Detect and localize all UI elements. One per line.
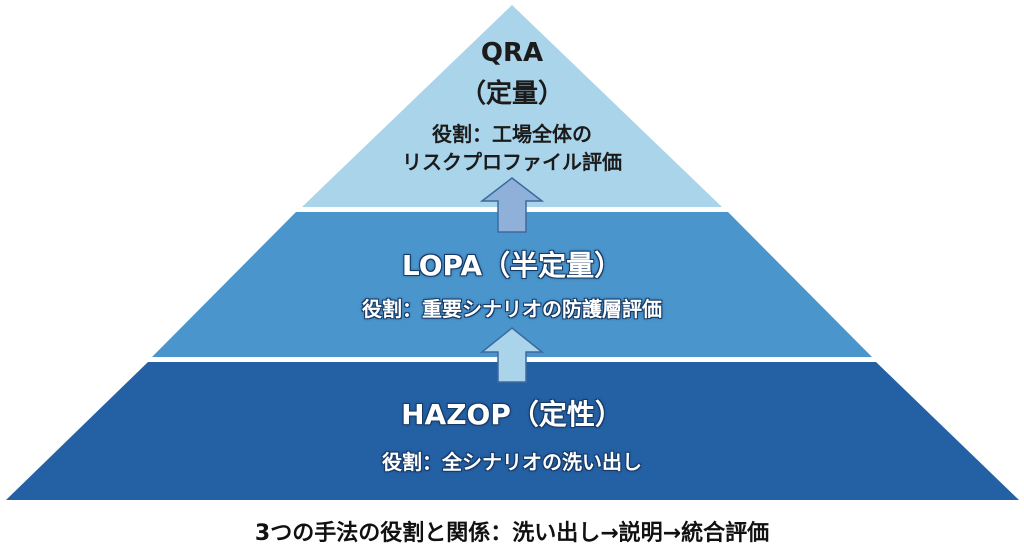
tier-bottom-hazop bbox=[6, 362, 1019, 500]
lopa-title: LOPA（半定量） bbox=[401, 249, 623, 282]
hazop-role: 役割：全シナリオの洗い出し bbox=[382, 450, 642, 474]
qra-role-line1: 役割：工場全体の bbox=[432, 122, 592, 146]
lopa-role: 役割：重要シナリオの防護層評価 bbox=[362, 297, 662, 321]
tier-top-qra bbox=[302, 5, 722, 207]
arrow-up-icon bbox=[479, 177, 545, 233]
qra-title: QRA bbox=[480, 38, 544, 68]
tier-middle-lopa bbox=[152, 212, 872, 357]
hazop-title: HAZOP（定性） bbox=[401, 398, 623, 431]
arrow-up-icon bbox=[479, 327, 545, 383]
qra-role-line2: リスクプロファイル評価 bbox=[402, 150, 622, 174]
caption: 3つの手法の役割と関係：洗い出し→説明→統合評価 bbox=[254, 521, 770, 546]
qra-subtitle: （定量） bbox=[459, 79, 564, 109]
